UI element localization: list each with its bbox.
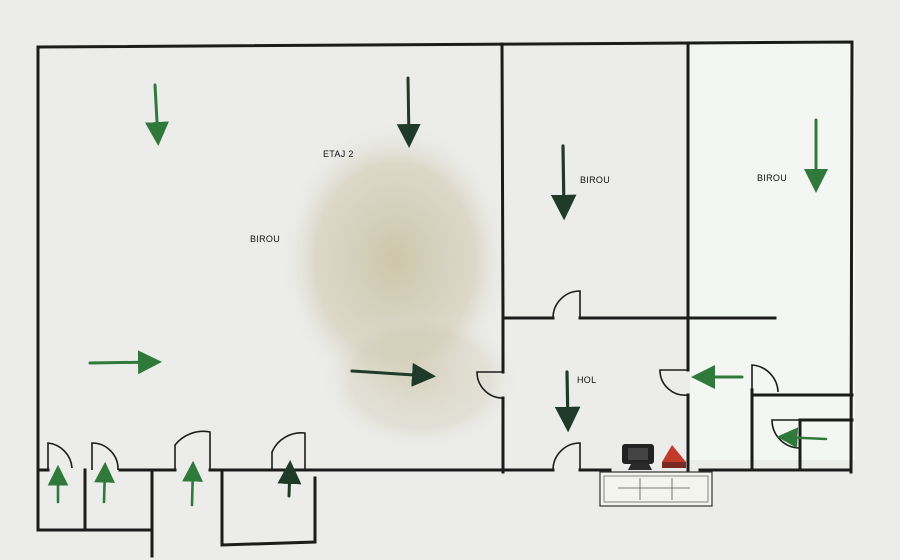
door-swing-icon [271, 432, 306, 470]
door-swing-icon [552, 442, 581, 471]
evacuation-arrow-icon [145, 83, 170, 146]
door-swing-icon [476, 371, 504, 399]
fire-extinguisher-icon [662, 445, 686, 468]
room-label-office-right: BIROU [757, 173, 787, 183]
evacuation-arrows [47, 76, 828, 507]
evacuation-arrow-icon [277, 460, 302, 498]
door-swing-icon [552, 290, 581, 319]
door-swing-icon [174, 430, 211, 470]
evacuation-arrow-icon [88, 350, 162, 375]
door-swing-icon [91, 442, 119, 471]
evacuation-arrow-icon [396, 76, 421, 148]
door-swing-icon [659, 369, 689, 396]
evacuation-arrow-icon [554, 370, 581, 433]
walls [36, 40, 854, 558]
room-label-office-large: BIROU [250, 234, 280, 244]
floor-label: ETAJ 2 [323, 149, 354, 159]
evacuation-arrow-icon [94, 461, 115, 504]
door-swing-icon [47, 442, 73, 470]
door-swing-icon [751, 364, 779, 393]
room-label-hall: HOL [577, 375, 596, 385]
room-label-office-middle: BIROU [580, 175, 610, 185]
door-swings [47, 290, 801, 471]
evacuation-arrow-icon [182, 460, 203, 507]
evacuation-arrow-icon [550, 144, 577, 221]
evacuation-arrow-icon [350, 362, 436, 387]
reception-desk-icon [599, 444, 713, 507]
evacuation-arrow-icon [776, 427, 828, 449]
